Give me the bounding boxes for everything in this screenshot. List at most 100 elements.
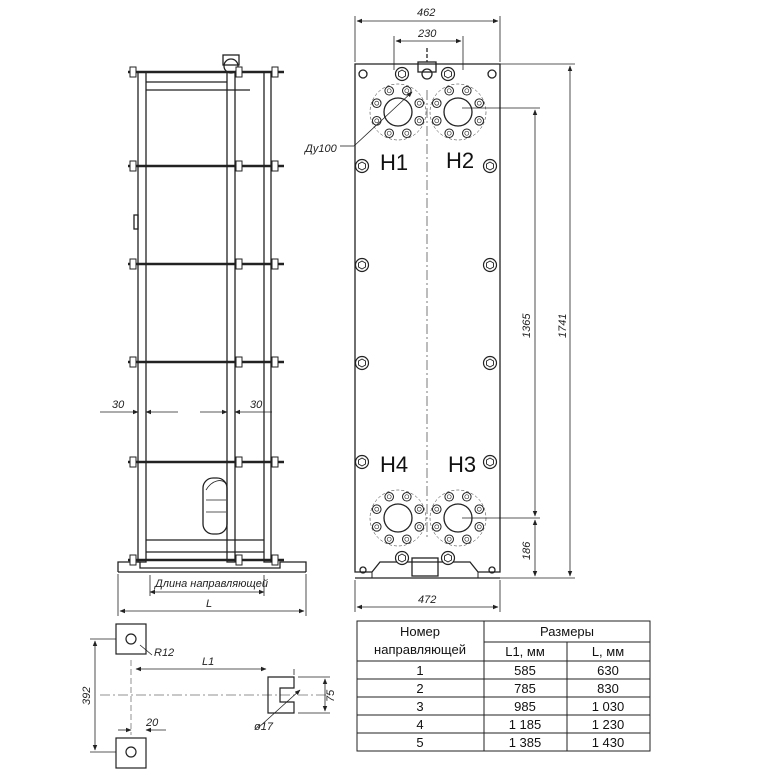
plate-outline [354, 63, 501, 573]
side-marker [133, 214, 139, 230]
table-cell-l: 830 [597, 681, 619, 696]
front-view-dims [340, 16, 575, 612]
table-header-sizes: Размеры [540, 624, 594, 639]
label-du100: Ду100 [303, 143, 338, 155]
dim-462: 462 [417, 7, 435, 19]
port-h1-flange-bolt [371, 116, 382, 126]
label-r12: R12 [154, 647, 174, 659]
tie-rod-nut-right [271, 258, 279, 270]
port-h4-flange-bolt [384, 491, 394, 502]
port-h4-flange-bolt [402, 534, 412, 545]
tie-rod-nut-mid [235, 66, 243, 78]
plate-bolt [482, 257, 498, 273]
dim-30-right: 30 [250, 399, 263, 411]
plate-bolt [394, 66, 410, 82]
table-cell-number: 3 [416, 699, 423, 714]
tie-rod-nut-mid [235, 554, 243, 566]
tie-rod-nut-mid [235, 456, 243, 468]
port-h3-flange-bolt [431, 504, 442, 514]
plate-bolt [440, 550, 456, 566]
plate-feet [371, 572, 479, 578]
port-h4-bolt-circle [369, 489, 427, 547]
detail-view [100, 623, 330, 769]
port-h3-flange-bolt [431, 522, 442, 532]
port-h2-flange-bolt [431, 116, 442, 126]
tie-rod [128, 258, 284, 270]
dim-392: 392 [81, 687, 93, 705]
detail-top-hole [125, 633, 137, 645]
tie-rod [128, 66, 284, 78]
port-h2-flange-bolt [431, 98, 442, 108]
port-h2-flange-bolt [474, 116, 485, 126]
r12-leader [139, 644, 153, 656]
plate-bolt [354, 158, 370, 174]
dim-472: 472 [418, 594, 436, 606]
guide-length-label: Длина направляющей [153, 578, 268, 590]
table-header-number-1: Номер [400, 624, 440, 639]
d17-leader [257, 689, 301, 729]
port-h3-flange-bolt [474, 504, 485, 514]
tie-rod-nut-left [129, 66, 137, 78]
tie-rods [128, 66, 284, 566]
table-cell-l1: 1 185 [509, 717, 542, 732]
mount-hole-br [488, 566, 496, 574]
port-h1-flange-bolt [414, 98, 425, 108]
port-h2-label: Н2 [446, 148, 474, 173]
port-h2-flange-bolt [462, 85, 472, 96]
port-h4-flange-bolt [414, 522, 425, 532]
port-h1-flange-bolt [414, 116, 425, 126]
port-h4-flange-bolt [384, 534, 394, 545]
port-h1-label: Н1 [380, 150, 408, 175]
table-cell-l1: 785 [514, 681, 536, 696]
port-h4-flange [369, 489, 427, 547]
tie-rod-nut-right [271, 66, 279, 78]
table-cell-l: 1 030 [592, 699, 625, 714]
side-nozzle-detail [205, 480, 227, 513]
tie-rod-nut-mid [235, 356, 243, 368]
tie-rod-nut-right [271, 356, 279, 368]
tie-rod-nut-left [129, 554, 137, 566]
port-h4-flange-bolt [414, 504, 425, 514]
tie-rod-nut-left [129, 258, 137, 270]
tie-rod [128, 356, 284, 368]
plate-bolt [354, 257, 370, 273]
port-h2-flange-bolt [462, 128, 472, 139]
table-header-l: L, мм [592, 644, 624, 659]
tie-rod-nut-right [271, 456, 279, 468]
front-bolts [354, 66, 498, 566]
port-h3-flange-bolt [444, 491, 454, 502]
dim-186: 186 [521, 541, 533, 560]
label-d17: ø17 [254, 721, 274, 733]
port-h3-flange-bolt [462, 534, 472, 545]
port-h1-flange [369, 83, 427, 141]
table-cell-l: 630 [597, 663, 619, 678]
table-cell-number: 4 [416, 717, 423, 732]
tie-rod-nut-left [129, 356, 137, 368]
table-cell-l: 1 230 [592, 717, 625, 732]
mount-hole-tl [358, 69, 368, 79]
port-h2-flange-bolt [444, 85, 454, 96]
table-cell-l1: 1 385 [509, 735, 542, 750]
port-h4-flange-bolt [371, 522, 382, 532]
tie-rod-nut-mid [235, 160, 243, 172]
detail-view-dims [90, 638, 330, 753]
dim-20: 20 [145, 717, 159, 729]
dim-230: 230 [417, 28, 437, 40]
table-cell-l: 1 430 [592, 735, 625, 750]
plate-bolt [354, 355, 370, 371]
port-h4-label: Н4 [380, 452, 408, 477]
table-cell-number: 5 [416, 735, 423, 750]
port-h4-flange-bolt [371, 504, 382, 514]
side-view [117, 54, 307, 573]
port-h2-bore [443, 97, 473, 127]
detail-bottom-hole [125, 746, 137, 758]
detail-top-bracket [115, 623, 147, 655]
dim-1365: 1365 [521, 313, 533, 338]
table-cell-l1: 585 [514, 663, 536, 678]
port-h3-flange-bolt [474, 522, 485, 532]
port-h2-flange [429, 83, 487, 141]
port-h3-flange-bolt [444, 534, 454, 545]
front-view [354, 48, 501, 579]
label-L: L [206, 598, 212, 610]
